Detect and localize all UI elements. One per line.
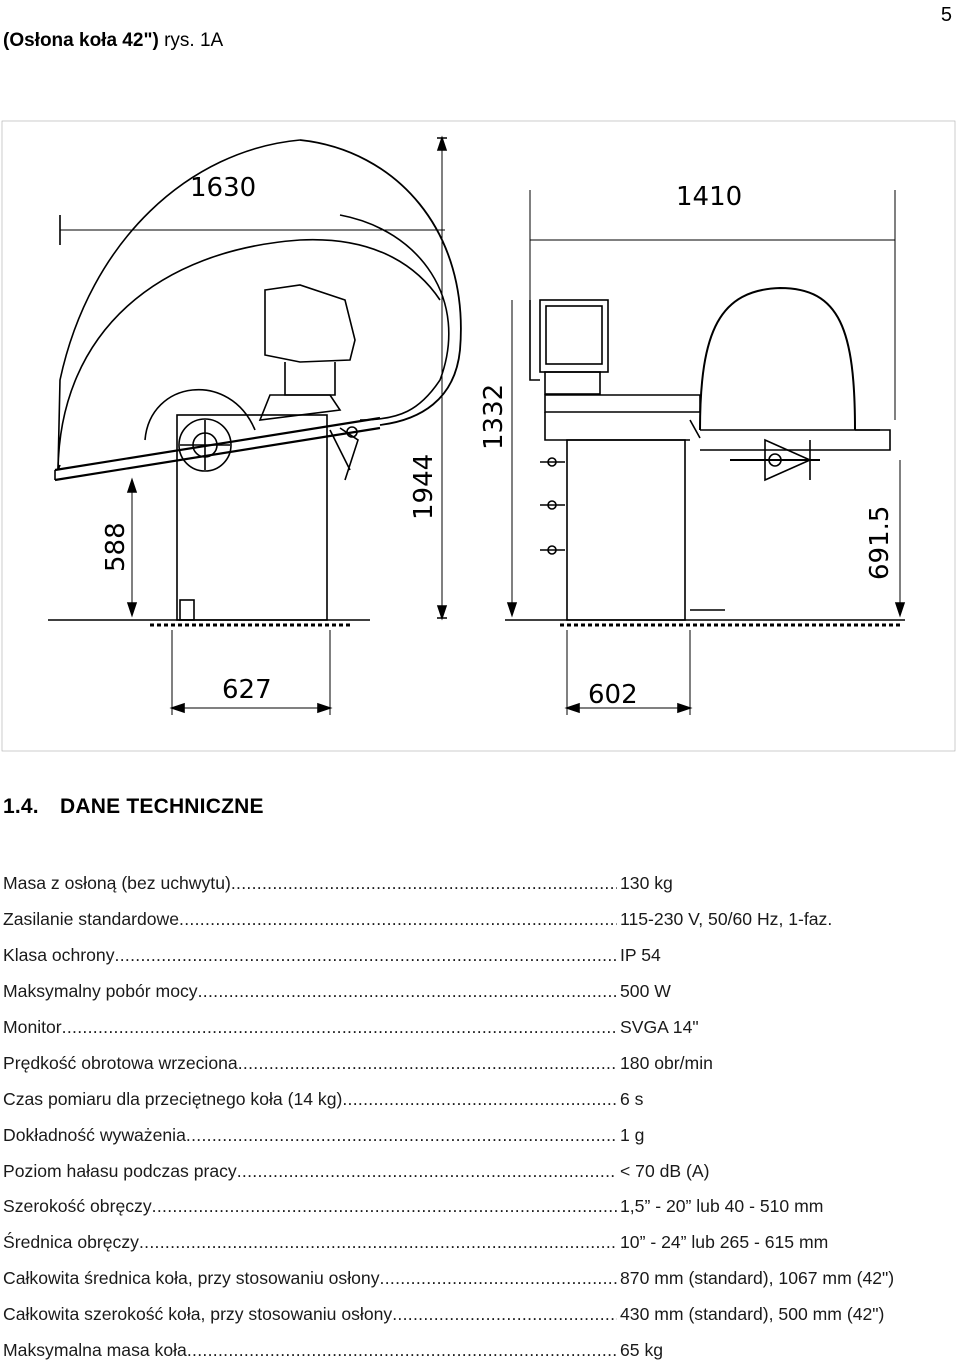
spec-value: 10” - 24” lub 265 - 615 mm — [620, 1232, 829, 1253]
dimension-1332: 1332 — [479, 384, 509, 450]
spec-label: Całkowita średnica koła, przy stosowaniu… — [3, 1263, 617, 1293]
spec-row: Maksymalny pobór mocy 500 W — [3, 976, 953, 1012]
spec-label: Poziom hałasu podczas pracy — [3, 1156, 617, 1186]
dimension-627: 627 — [222, 675, 272, 705]
spec-row: Całkowita średnica koła, przy stosowaniu… — [3, 1263, 953, 1299]
spec-value: 115-230 V, 50/60 Hz, 1-faz. — [620, 908, 833, 929]
spec-value: 1,5” - 20” lub 40 - 510 mm — [620, 1196, 824, 1217]
spec-label: Prędkość obrotowa wrzeciona — [3, 1048, 617, 1078]
dimension-1944: 1944 — [409, 454, 439, 520]
page-number: 5 — [940, 4, 952, 26]
spec-row: Średnica obręczy 10” - 24” lub 265 - 615… — [3, 1227, 953, 1263]
section-heading: 1.4. DANE TECHNICZNE — [3, 795, 264, 819]
spec-row: Całkowita szerokość koła, przy stosowani… — [3, 1299, 953, 1335]
dimension-1630: 1630 — [190, 173, 256, 203]
figure-caption: (Osłona koła 42") rys. 1A — [3, 30, 223, 52]
spec-label: Monitor — [3, 1012, 617, 1042]
spec-value: SVGA 14" — [620, 1016, 699, 1037]
spec-label: Masa z osłoną (bez uchwytu) — [3, 868, 617, 898]
spec-row: Maksymalna masa koła 65 kg — [3, 1335, 953, 1371]
figure-caption-ref: rys. 1A — [164, 30, 224, 51]
spec-value: 430 mm (standard), 500 mm (42") — [620, 1304, 885, 1325]
side-view: 1630 1944 588 627 — [48, 135, 462, 715]
section-title: DANE TECHNICZNE — [60, 795, 264, 818]
spec-value: 500 W — [620, 980, 671, 1001]
front-view: 1410 1332 691.5 602 — [479, 182, 906, 715]
section-number: 1.4. — [3, 795, 39, 818]
spec-label: Szerokość obręczy — [3, 1191, 617, 1221]
spec-label: Klasa ochrony — [3, 940, 617, 970]
spec-label: Dokładność wyważenia — [3, 1120, 617, 1150]
spec-value: 6 s — [620, 1088, 644, 1109]
spec-row: Monitor SVGA 14" — [3, 1012, 953, 1048]
spec-row: Czas pomiaru dla przeciętnego koła (14 k… — [3, 1084, 953, 1120]
dimension-588: 588 — [101, 522, 131, 572]
technical-drawing: 1630 1944 588 627 — [1, 120, 956, 752]
dimension-1410: 1410 — [676, 182, 742, 212]
spec-value: 180 obr/min — [620, 1052, 713, 1073]
spec-value: 65 kg — [620, 1340, 664, 1361]
spec-row: Poziom hałasu podczas pracy < 70 dB (A) — [3, 1156, 953, 1192]
spec-value: 130 kg — [620, 873, 673, 893]
spec-row: Szerokość obręczy 1,5” - 20” lub 40 - 51… — [3, 1191, 953, 1227]
spec-label: Czas pomiaru dla przeciętnego koła (14 k… — [3, 1084, 617, 1114]
spec-label: Maksymalna masa koła — [3, 1335, 617, 1365]
spec-list: Masa z osłoną (bez uchwytu) 130 kg Zasil… — [3, 868, 953, 1371]
spec-row: Masa z osłoną (bez uchwytu) 130 kg — [3, 868, 953, 904]
spec-value: IP 54 — [620, 944, 661, 965]
spec-label: Maksymalny pobór mocy — [3, 976, 617, 1006]
spec-label: Średnica obręczy — [3, 1227, 617, 1257]
dimension-602: 602 — [588, 680, 638, 710]
spec-row: Prędkość obrotowa wrzeciona 180 obr/min — [3, 1048, 953, 1084]
figure-caption-title: (Osłona koła 42") — [3, 30, 159, 51]
drawing-frame — [1, 120, 956, 752]
spec-row: Dokładność wyważenia 1 g — [3, 1120, 953, 1156]
spec-row: Klasa ochrony IP 54 — [3, 940, 953, 976]
spec-label: Zasilanie standardowe — [3, 904, 617, 934]
spec-value: 1 g — [620, 1124, 645, 1145]
spec-label: Całkowita szerokość koła, przy stosowani… — [3, 1299, 617, 1329]
spec-value: 870 mm (standard), 1067 mm (42") — [620, 1268, 895, 1289]
spec-row: Zasilanie standardowe 115-230 V, 50/60 H… — [3, 904, 953, 940]
dimension-691-5: 691.5 — [865, 506, 895, 580]
spec-value: < 70 dB (A) — [620, 1160, 710, 1181]
